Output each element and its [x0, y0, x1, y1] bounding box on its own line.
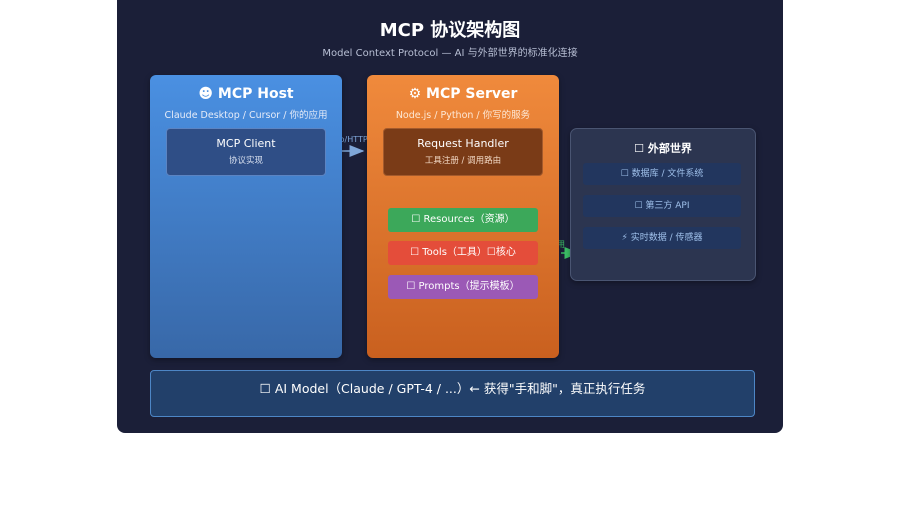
external-world-panel: ☐ 外部世界 ☐ 数据库 / 文件系统 ☐ 第三方 API ⚡ 实时数据 / 传…: [570, 128, 756, 281]
request-handler-box: Request Handler 工具注册 / 调用路由: [383, 128, 543, 176]
diagram-title: MCP 协议架构图: [379, 20, 521, 41]
external-item-database: ☐ 数据库 / 文件系统: [583, 163, 741, 185]
mcp-client-subtitle: 协议实现: [228, 156, 263, 166]
mcp-host-subtitle: Claude Desktop / Cursor / 你的应用: [164, 110, 328, 121]
ai-model-bar: ☐ AI Model（Claude / GPT-4 / ...）← 获得"手和脚…: [150, 370, 755, 417]
mcp-host-title: ☻ MCP Host: [150, 86, 342, 102]
mcp-host-title-text: MCP Host: [217, 86, 294, 102]
resources-capability: ☐ Resources（资源）: [388, 208, 538, 232]
mcp-client-title: MCP Client: [216, 137, 276, 150]
mcp-server-panel: ⚙ MCP Server Node.js / Python / 你写的服务 Re…: [367, 75, 559, 358]
mcp-client-box: MCP Client 协议实现: [166, 128, 326, 176]
request-handler-subtitle: 工具注册 / 调用路由: [424, 156, 502, 166]
diagram-canvas: MCP 协议架构图 Model Context Protocol — AI 与外…: [117, 0, 783, 433]
diagram-subtitle: Model Context Protocol — AI 与外部世界的标准化连接: [322, 48, 578, 59]
mcp-server-subtitle: Node.js / Python / 你写的服务: [395, 110, 531, 121]
mcp-host-panel: ☻ MCP Host Claude Desktop / Cursor / 你的应…: [150, 75, 342, 358]
prompts-capability: ☐ Prompts（提示模板）: [388, 275, 538, 299]
mcp-server-title-text: MCP Server: [426, 86, 518, 102]
request-handler-title: Request Handler: [417, 137, 509, 150]
stdio-http-label: stdio/HTTP: [325, 135, 368, 144]
external-world-title: ☐ 外部世界: [634, 142, 692, 155]
host-icon: ☻: [198, 86, 214, 102]
external-item-api: ☐ 第三方 API: [583, 195, 741, 217]
tools-capability: ☐ Tools（工具）☐核心: [388, 241, 538, 265]
gear-icon: ⚙: [408, 86, 422, 102]
external-item-realtime: ⚡ 实时数据 / 传感器: [583, 227, 741, 249]
mcp-server-title: ⚙ MCP Server: [367, 86, 559, 102]
